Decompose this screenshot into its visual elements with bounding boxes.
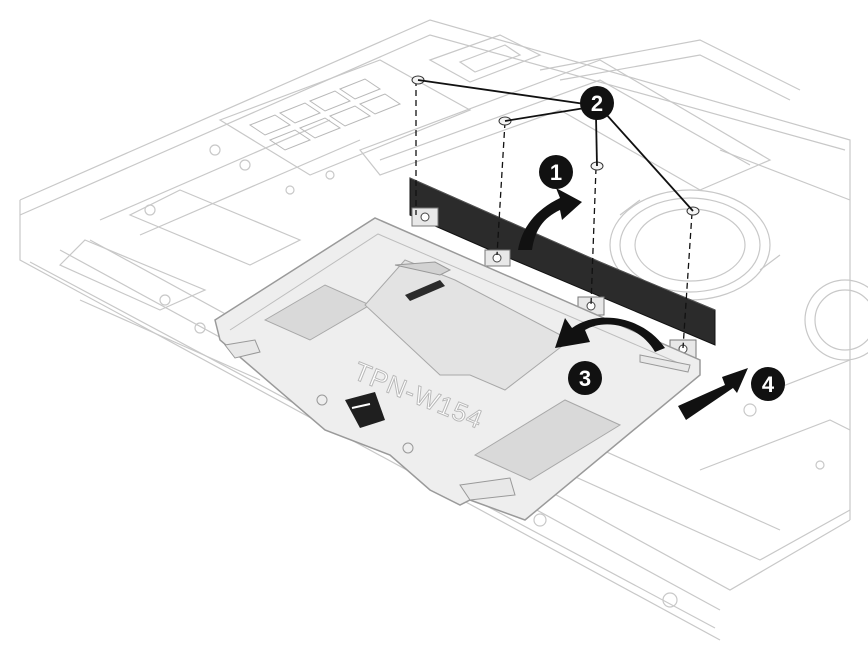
svg-text:1: 1 [550,160,562,185]
arrows [518,188,748,420]
screws [411,75,700,349]
callout-1: 1 [539,155,573,189]
svg-text:4: 4 [762,372,775,397]
heatsink [359,39,851,201]
rotate-arrow [555,317,665,352]
svg-text:2: 2 [591,91,603,116]
ssd-module [428,34,542,83]
touchpad-module: TPN-W154 [214,217,701,521]
lift-arrow [518,188,582,250]
slide-arrow [678,368,748,420]
callout-3: 3 [568,361,602,395]
callout-4: 4 [751,367,785,401]
memory-module [218,59,472,176]
svg-text:3: 3 [579,366,591,391]
callout-2: 2 [580,86,614,120]
